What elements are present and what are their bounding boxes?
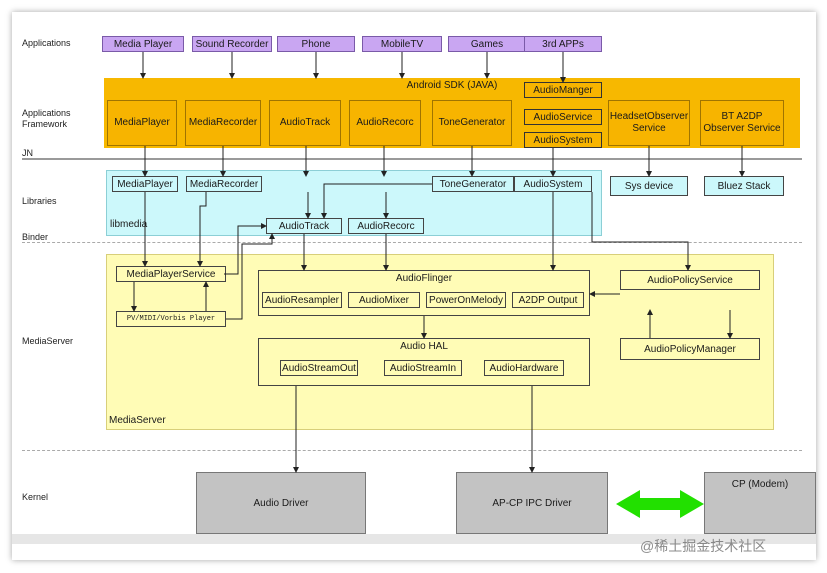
fw-mediaplayer: MediaPlayer bbox=[107, 100, 177, 146]
lane-libraries: Libraries bbox=[22, 196, 57, 206]
fw-headset-observer: HeadsetObserver Service bbox=[608, 100, 690, 146]
lib-mediaplayer: MediaPlayer bbox=[112, 176, 178, 192]
jni-divider bbox=[22, 158, 802, 160]
bottom-strip bbox=[12, 534, 816, 544]
lib-bluez-stack: Bluez Stack bbox=[704, 176, 784, 196]
binder-divider bbox=[22, 242, 802, 243]
ms-audioflinger-title: AudioFlinger bbox=[395, 273, 453, 284]
app-mobiletv: MobileTV bbox=[362, 36, 442, 52]
app-games: Games bbox=[448, 36, 526, 52]
ipc-bidirectional-arrow bbox=[616, 490, 704, 518]
kernel-cp-modem: CP (Modem) bbox=[704, 472, 816, 534]
ms-pv-player: PV/MIDI/Vorbis Player bbox=[116, 311, 226, 327]
fw-bt-a2dp-observer: BT A2DP Observer Service bbox=[700, 100, 784, 146]
lib-mediarecorder: MediaRecorder bbox=[186, 176, 262, 192]
lane-applications: Applications bbox=[22, 38, 71, 48]
kernel-audio-driver: Audio Driver bbox=[196, 472, 366, 534]
lane-mediaserver: MediaServer bbox=[22, 336, 74, 346]
ms-audiohardware: AudioHardware bbox=[484, 360, 564, 376]
lib-audiorecord: AudioRecorc bbox=[348, 218, 424, 234]
ms-mediaplayerservice: MediaPlayerService bbox=[116, 266, 226, 282]
ms-audiopolicyservice: AudioPolicyService bbox=[620, 270, 760, 290]
ms-audiopolicymanager: AudioPolicyManager bbox=[620, 338, 760, 360]
app-phone: Phone bbox=[277, 36, 355, 52]
ms-audiostreamout: AudioStreamOut bbox=[280, 360, 358, 376]
kernel-ap-cp-ipc-driver: AP-CP IPC Driver bbox=[456, 472, 608, 534]
app-media-player: Media Player bbox=[102, 36, 184, 52]
ms-poweronmelody: PowerOnMelody bbox=[426, 292, 506, 308]
app-sound-recorder: Sound Recorder bbox=[192, 36, 272, 52]
lib-tonegenerator: ToneGenerator bbox=[432, 176, 514, 192]
lib-audiotrack: AudioTrack bbox=[266, 218, 342, 234]
lane-framework: Applications Framework bbox=[22, 108, 71, 129]
fw-audiotrack: AudioTrack bbox=[269, 100, 341, 146]
ms-audioresampler: AudioResampler bbox=[262, 292, 342, 308]
app-3rd-apps: 3rd APPs bbox=[524, 36, 602, 52]
ms-audio-hal-title: Audio HAL bbox=[400, 341, 448, 352]
lib-audiosystem: AudioSystem bbox=[514, 176, 592, 192]
lane-jni: JN bbox=[22, 148, 33, 158]
ms-a2dp-output: A2DP Output bbox=[512, 292, 584, 308]
lane-kernel: Kernel bbox=[22, 492, 49, 502]
mediaserver-region-label: MediaServer bbox=[109, 415, 166, 426]
libmedia-label: libmedia bbox=[110, 219, 148, 230]
fw-mediarecorder: MediaRecorder bbox=[185, 100, 261, 146]
fw-tonegenerator: ToneGenerator bbox=[432, 100, 512, 146]
fw-audiorecord: AudioRecorc bbox=[349, 100, 421, 146]
lib-sys-device: Sys device bbox=[610, 176, 688, 196]
ms-audiomixer: AudioMixer bbox=[348, 292, 420, 308]
kernel-divider bbox=[22, 450, 802, 451]
ms-audiostreamin: AudioStreamIn bbox=[384, 360, 462, 376]
diagram-frame: Applications Applications Framework JN L… bbox=[12, 12, 816, 560]
lane-binder: Binder bbox=[22, 232, 49, 242]
fw-audiomanager: AudioManger bbox=[524, 82, 602, 98]
android-sdk-title: Android SDK (JAVA) bbox=[406, 80, 498, 91]
fw-audiosystem: AudioSystem bbox=[524, 132, 602, 148]
fw-audioservice: AudioService bbox=[524, 109, 602, 125]
watermark: @稀土掘金技术社区 bbox=[640, 538, 767, 554]
